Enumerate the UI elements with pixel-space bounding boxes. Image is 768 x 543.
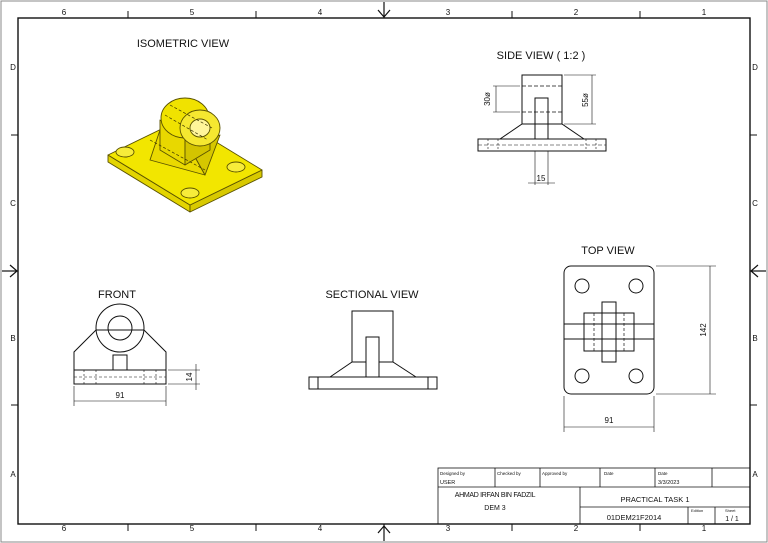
drawing-number: 01DEM21F2014 bbox=[607, 513, 662, 522]
zone-ticks bbox=[11, 11, 757, 531]
top-width-dim: 91 bbox=[605, 416, 614, 425]
zone-row-a: A bbox=[10, 470, 16, 479]
zone-labels-right: D C B A bbox=[752, 63, 758, 479]
drawing-frame bbox=[17, 17, 751, 525]
isometric-view-title: ISOMETRIC VIEW bbox=[137, 38, 230, 50]
side-slot-dim: 15 bbox=[537, 174, 546, 183]
zone-col-2: 2 bbox=[574, 8, 579, 17]
top-length-dim: 142 bbox=[699, 323, 708, 337]
front-view-title: FRONT bbox=[98, 289, 136, 301]
zone-row-d: D bbox=[10, 63, 16, 72]
zone-col-1: 1 bbox=[702, 8, 707, 17]
zone-col-3-bottom: 3 bbox=[446, 524, 451, 533]
side-view-title: SIDE VIEW ( 1:2 ) bbox=[497, 50, 586, 62]
approved-by-label: Approved by bbox=[542, 471, 568, 476]
zone-row-a-right: A bbox=[752, 470, 758, 479]
zone-labels-bottom: 6 5 4 3 2 1 bbox=[62, 524, 707, 533]
front-view bbox=[73, 303, 200, 406]
side-inner-dia-dim: 30ø bbox=[483, 92, 492, 106]
sheet-value: 1 / 1 bbox=[725, 516, 739, 523]
sheet-label: Sheet bbox=[725, 508, 736, 513]
top-view bbox=[563, 265, 716, 432]
zone-row-c-right: C bbox=[752, 199, 758, 208]
date-label-1: Date bbox=[604, 471, 614, 476]
side-outer-dia-dim: 55ø bbox=[581, 93, 590, 107]
sectional-view-title: SECTIONAL VIEW bbox=[325, 289, 419, 301]
zone-row-b-right: B bbox=[752, 334, 757, 343]
top-view-title: TOP VIEW bbox=[581, 245, 635, 257]
zone-col-4: 4 bbox=[318, 8, 323, 17]
front-width-dim: 91 bbox=[116, 391, 125, 400]
title-block bbox=[437, 467, 751, 525]
checked-by-label: Checked by bbox=[497, 471, 522, 476]
front-height-dim: 14 bbox=[185, 372, 194, 381]
zone-col-5: 5 bbox=[190, 8, 195, 17]
drawing-title: PRACTICAL TASK 1 bbox=[620, 495, 689, 504]
date-label-2: Date bbox=[658, 471, 668, 476]
class-name: DEM 3 bbox=[484, 505, 506, 512]
designed-by-label: Designed by bbox=[440, 471, 466, 476]
zone-col-2-bottom: 2 bbox=[574, 524, 579, 533]
zone-row-b: B bbox=[10, 334, 15, 343]
zone-labels-top: 6 5 4 3 2 1 bbox=[62, 8, 707, 17]
zone-col-3: 3 bbox=[446, 8, 451, 17]
zone-row-c: C bbox=[10, 199, 16, 208]
edition-label: Edition bbox=[691, 508, 703, 513]
zone-col-6: 6 bbox=[62, 8, 67, 17]
zone-labels-left: D C B A bbox=[10, 63, 16, 479]
isometric-view bbox=[107, 97, 263, 213]
zone-col-6-bottom: 6 bbox=[62, 524, 67, 533]
zone-col-5-bottom: 5 bbox=[190, 524, 195, 533]
designed-by-value: USER bbox=[440, 480, 455, 486]
author-name: AHMAD IRFAN BIN FADZIL bbox=[455, 492, 536, 499]
zone-row-d-right: D bbox=[752, 63, 758, 72]
zone-col-4-bottom: 4 bbox=[318, 524, 323, 533]
date-value: 3/3/2023 bbox=[658, 480, 679, 486]
side-view bbox=[477, 74, 607, 185]
sectional-view bbox=[308, 310, 438, 390]
zone-col-1-bottom: 1 bbox=[702, 524, 707, 533]
